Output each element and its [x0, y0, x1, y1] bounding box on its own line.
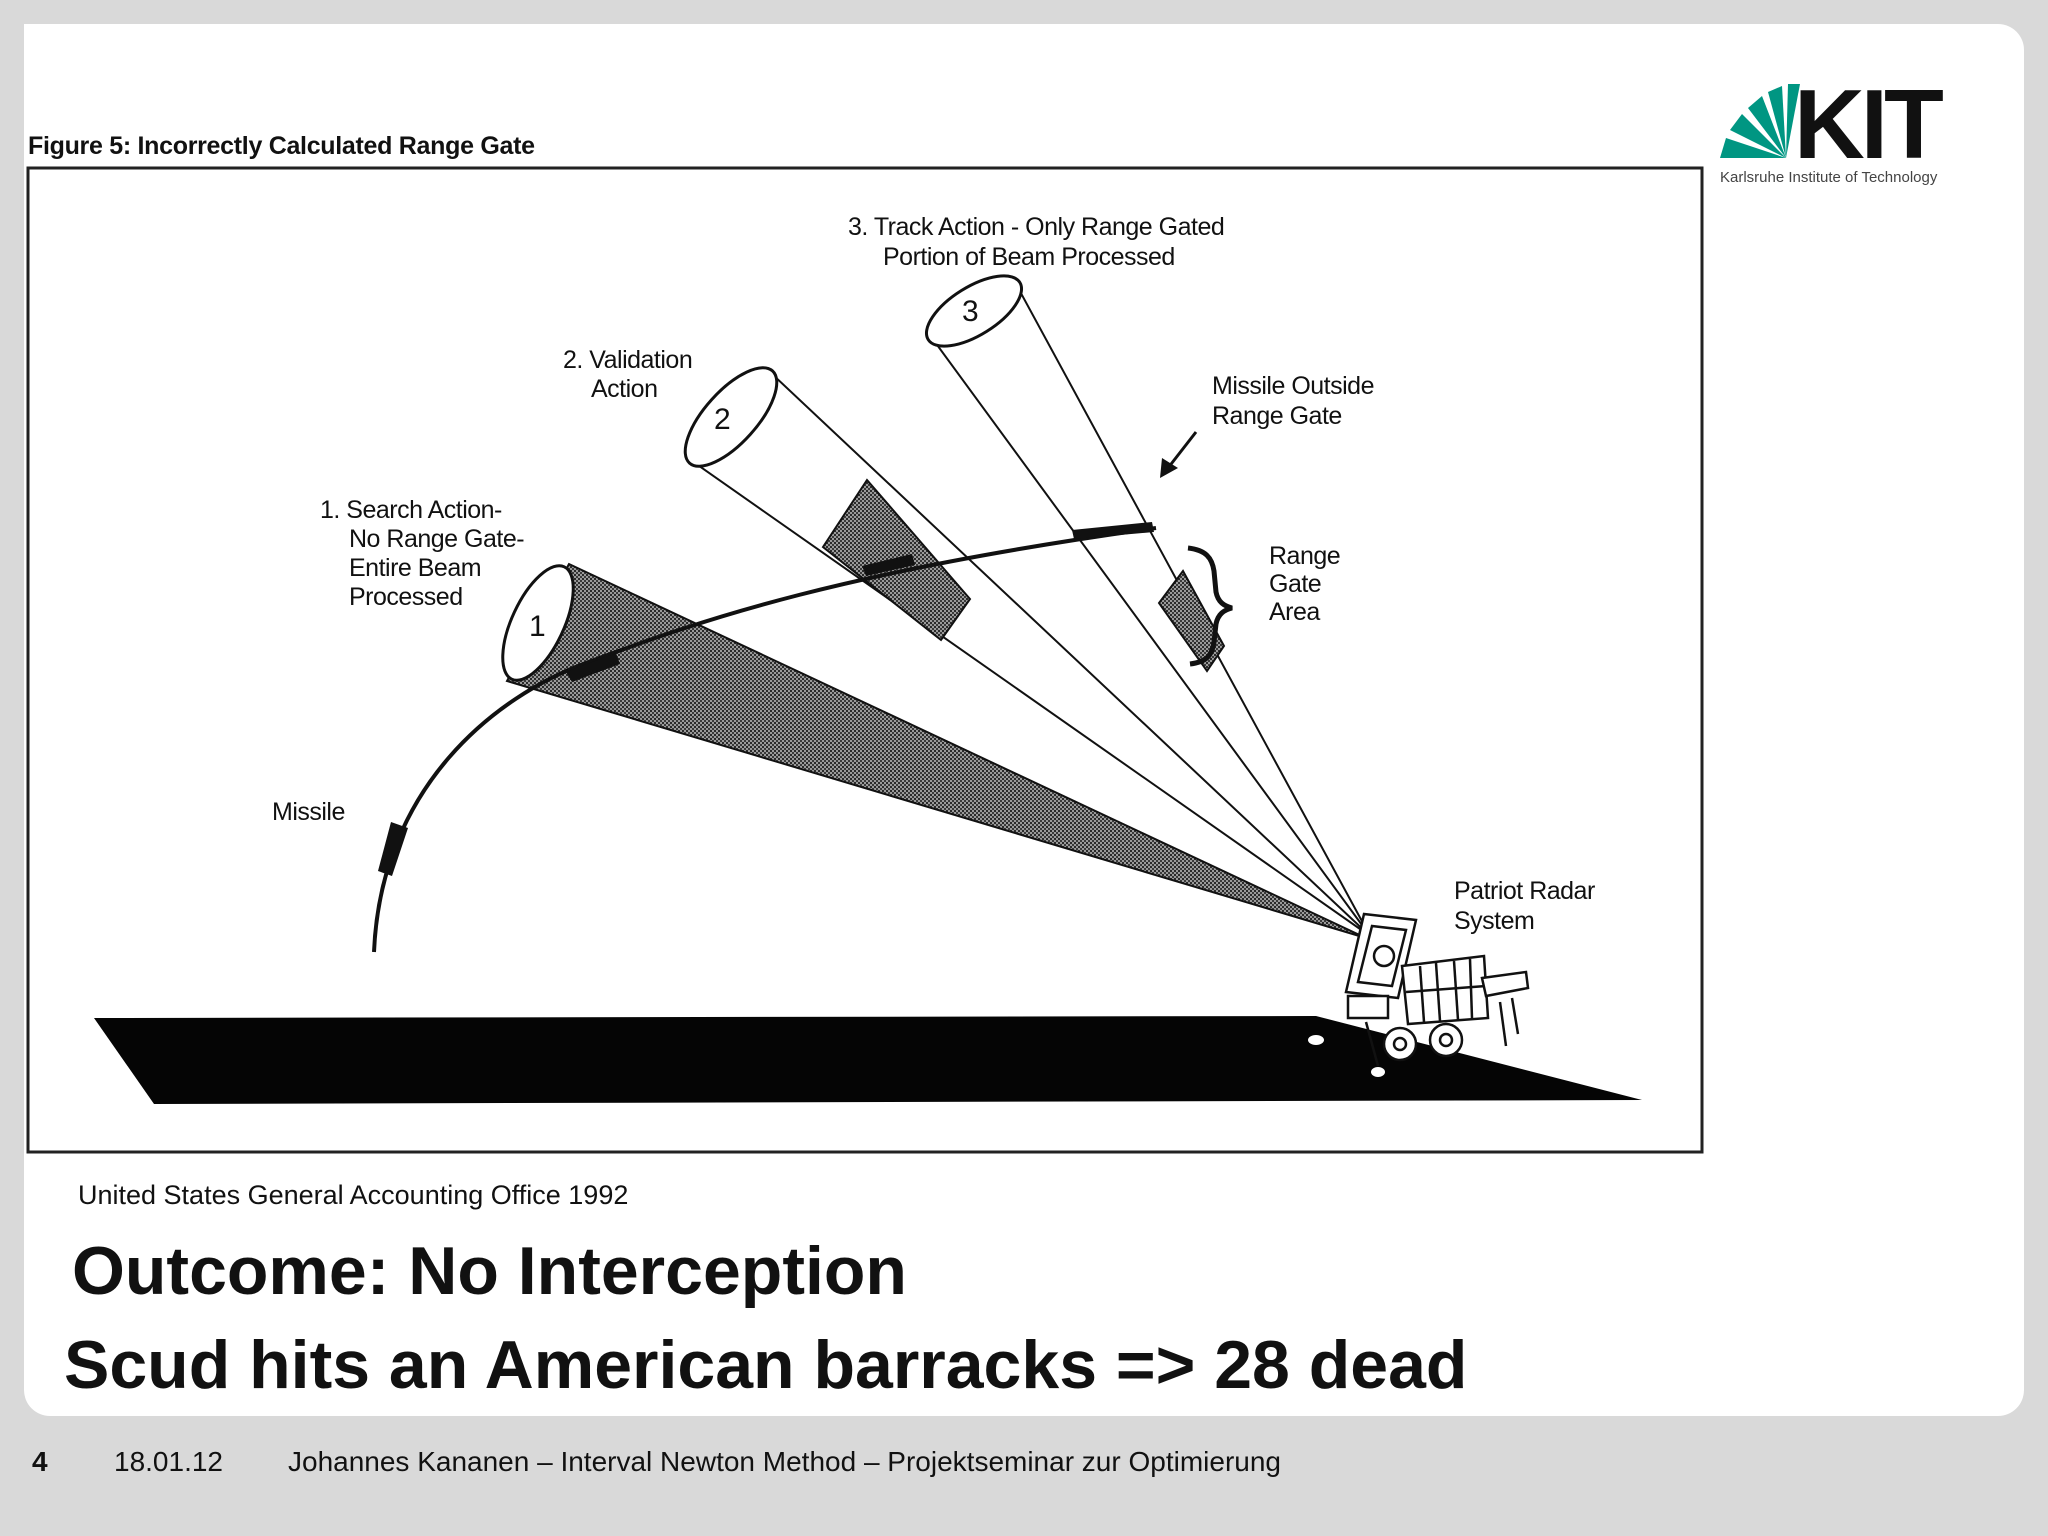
track-beam-3	[924, 274, 1371, 937]
beam-3-label-line-2: Portion of Beam Processed	[883, 243, 1175, 271]
beam-2-label-line-1: 2. Validation	[563, 346, 692, 374]
missile-outside-label-line-2: Range Gate	[1212, 402, 1342, 430]
missile-icon-1	[566, 653, 620, 682]
radar-label-line-2: System	[1454, 907, 1534, 935]
range-gate-brace-icon	[1187, 545, 1233, 667]
beam-1-label-line-2: No Range Gate-	[349, 525, 524, 553]
ground-plane	[94, 1016, 1642, 1104]
kit-logo: KIT Karlsruhe Institute of Technology	[1720, 70, 1947, 186]
footer-date: 18.01.12	[114, 1446, 223, 1477]
missile-trajectory	[372, 522, 1157, 953]
range-gate-label-line-3: Area	[1269, 598, 1320, 626]
missile-icon-2	[862, 554, 915, 576]
kit-logo-wordmark: KIT	[1794, 70, 1943, 179]
beam-3-number: 3	[962, 295, 979, 328]
missile-icon-low	[378, 822, 408, 876]
beam-3-label-line-1: 3. Track Action - Only Range Gated	[848, 213, 1224, 241]
figure-source: United States General Accounting Office …	[78, 1180, 629, 1210]
patriot-radar-icon	[1308, 912, 1542, 1077]
beam-2-label-line-2: Action	[591, 375, 657, 403]
beam-1-number: 1	[529, 610, 546, 643]
figure-title: Figure 5: Incorrectly Calculated Range G…	[28, 132, 535, 160]
kit-logo-fan-icon	[1720, 84, 1800, 158]
beam-1-label-line-4: Processed	[349, 583, 463, 611]
range-gate-label-line-2: Gate	[1269, 570, 1321, 598]
missile-outside-label-line-1: Missile Outside	[1212, 372, 1374, 400]
radar-label-line-1: Patriot Radar	[1454, 877, 1595, 905]
beam-2-number: 2	[714, 403, 731, 436]
beam-1-label-line-3: Entire Beam	[349, 554, 481, 582]
pointer-arrow-icon	[1160, 431, 1198, 478]
kit-logo-subtitle: Karlsruhe Institute of Technology	[1720, 169, 1938, 186]
consequence-heading: Scud hits an American barracks => 28 dea…	[64, 1327, 1468, 1403]
beam-1-label-line-1: 1. Search Action-	[320, 496, 502, 524]
page-number: 4	[32, 1446, 48, 1477]
slide-footer: 4 18.01.12 Johannes Kananen – Interval N…	[0, 1440, 2048, 1480]
range-gate-label-line-1: Range	[1269, 542, 1340, 570]
search-beam-1	[501, 562, 1367, 939]
missile-label: Missile	[272, 798, 345, 826]
footer-text: Johannes Kananen – Interval Newton Metho…	[288, 1446, 1281, 1477]
range-gate-diagram: 1 2 3 1. Search Action- No Range Gate- E…	[26, 166, 1704, 1154]
missile-icon-3	[1072, 522, 1154, 539]
outcome-heading: Outcome: No Interception	[72, 1233, 907, 1309]
